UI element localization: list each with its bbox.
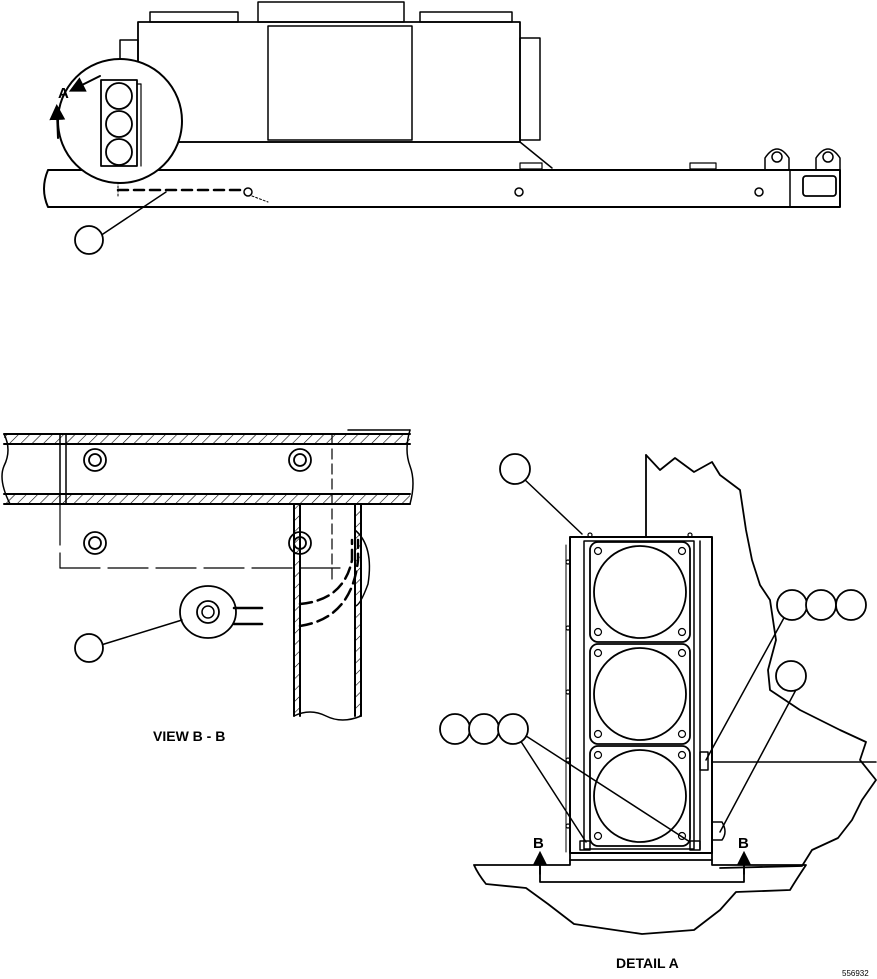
detail-ref-label: A — [58, 85, 69, 102]
callout-balloon — [468, 713, 500, 745]
section-label-left: B — [533, 835, 544, 852]
view-caption: VIEW B - B — [153, 728, 225, 744]
view-b-b — [1, 429, 414, 721]
frame-rail — [43, 148, 841, 208]
callout-balloon — [776, 589, 808, 621]
side-fasteners — [565, 532, 693, 829]
figure-number: 556932 — [842, 969, 869, 978]
top-view: A — [43, 1, 841, 255]
detail-a — [439, 453, 877, 935]
callout-balloon — [74, 225, 104, 255]
detail-a-circle — [49, 58, 183, 184]
callout-balloon — [499, 453, 531, 485]
filter-element — [589, 541, 691, 643]
callout-balloon — [439, 713, 471, 745]
callout-balloon — [74, 633, 104, 663]
equipment-housing — [119, 1, 717, 170]
detail-caption: DETAIL A — [616, 955, 679, 971]
callout-balloon — [835, 589, 867, 621]
callout-balloon — [805, 589, 837, 621]
filter-element — [589, 643, 691, 745]
callout-balloon — [775, 660, 807, 692]
callout-balloon — [497, 713, 529, 745]
section-label-right: B — [738, 835, 749, 852]
filter-element — [589, 745, 691, 847]
